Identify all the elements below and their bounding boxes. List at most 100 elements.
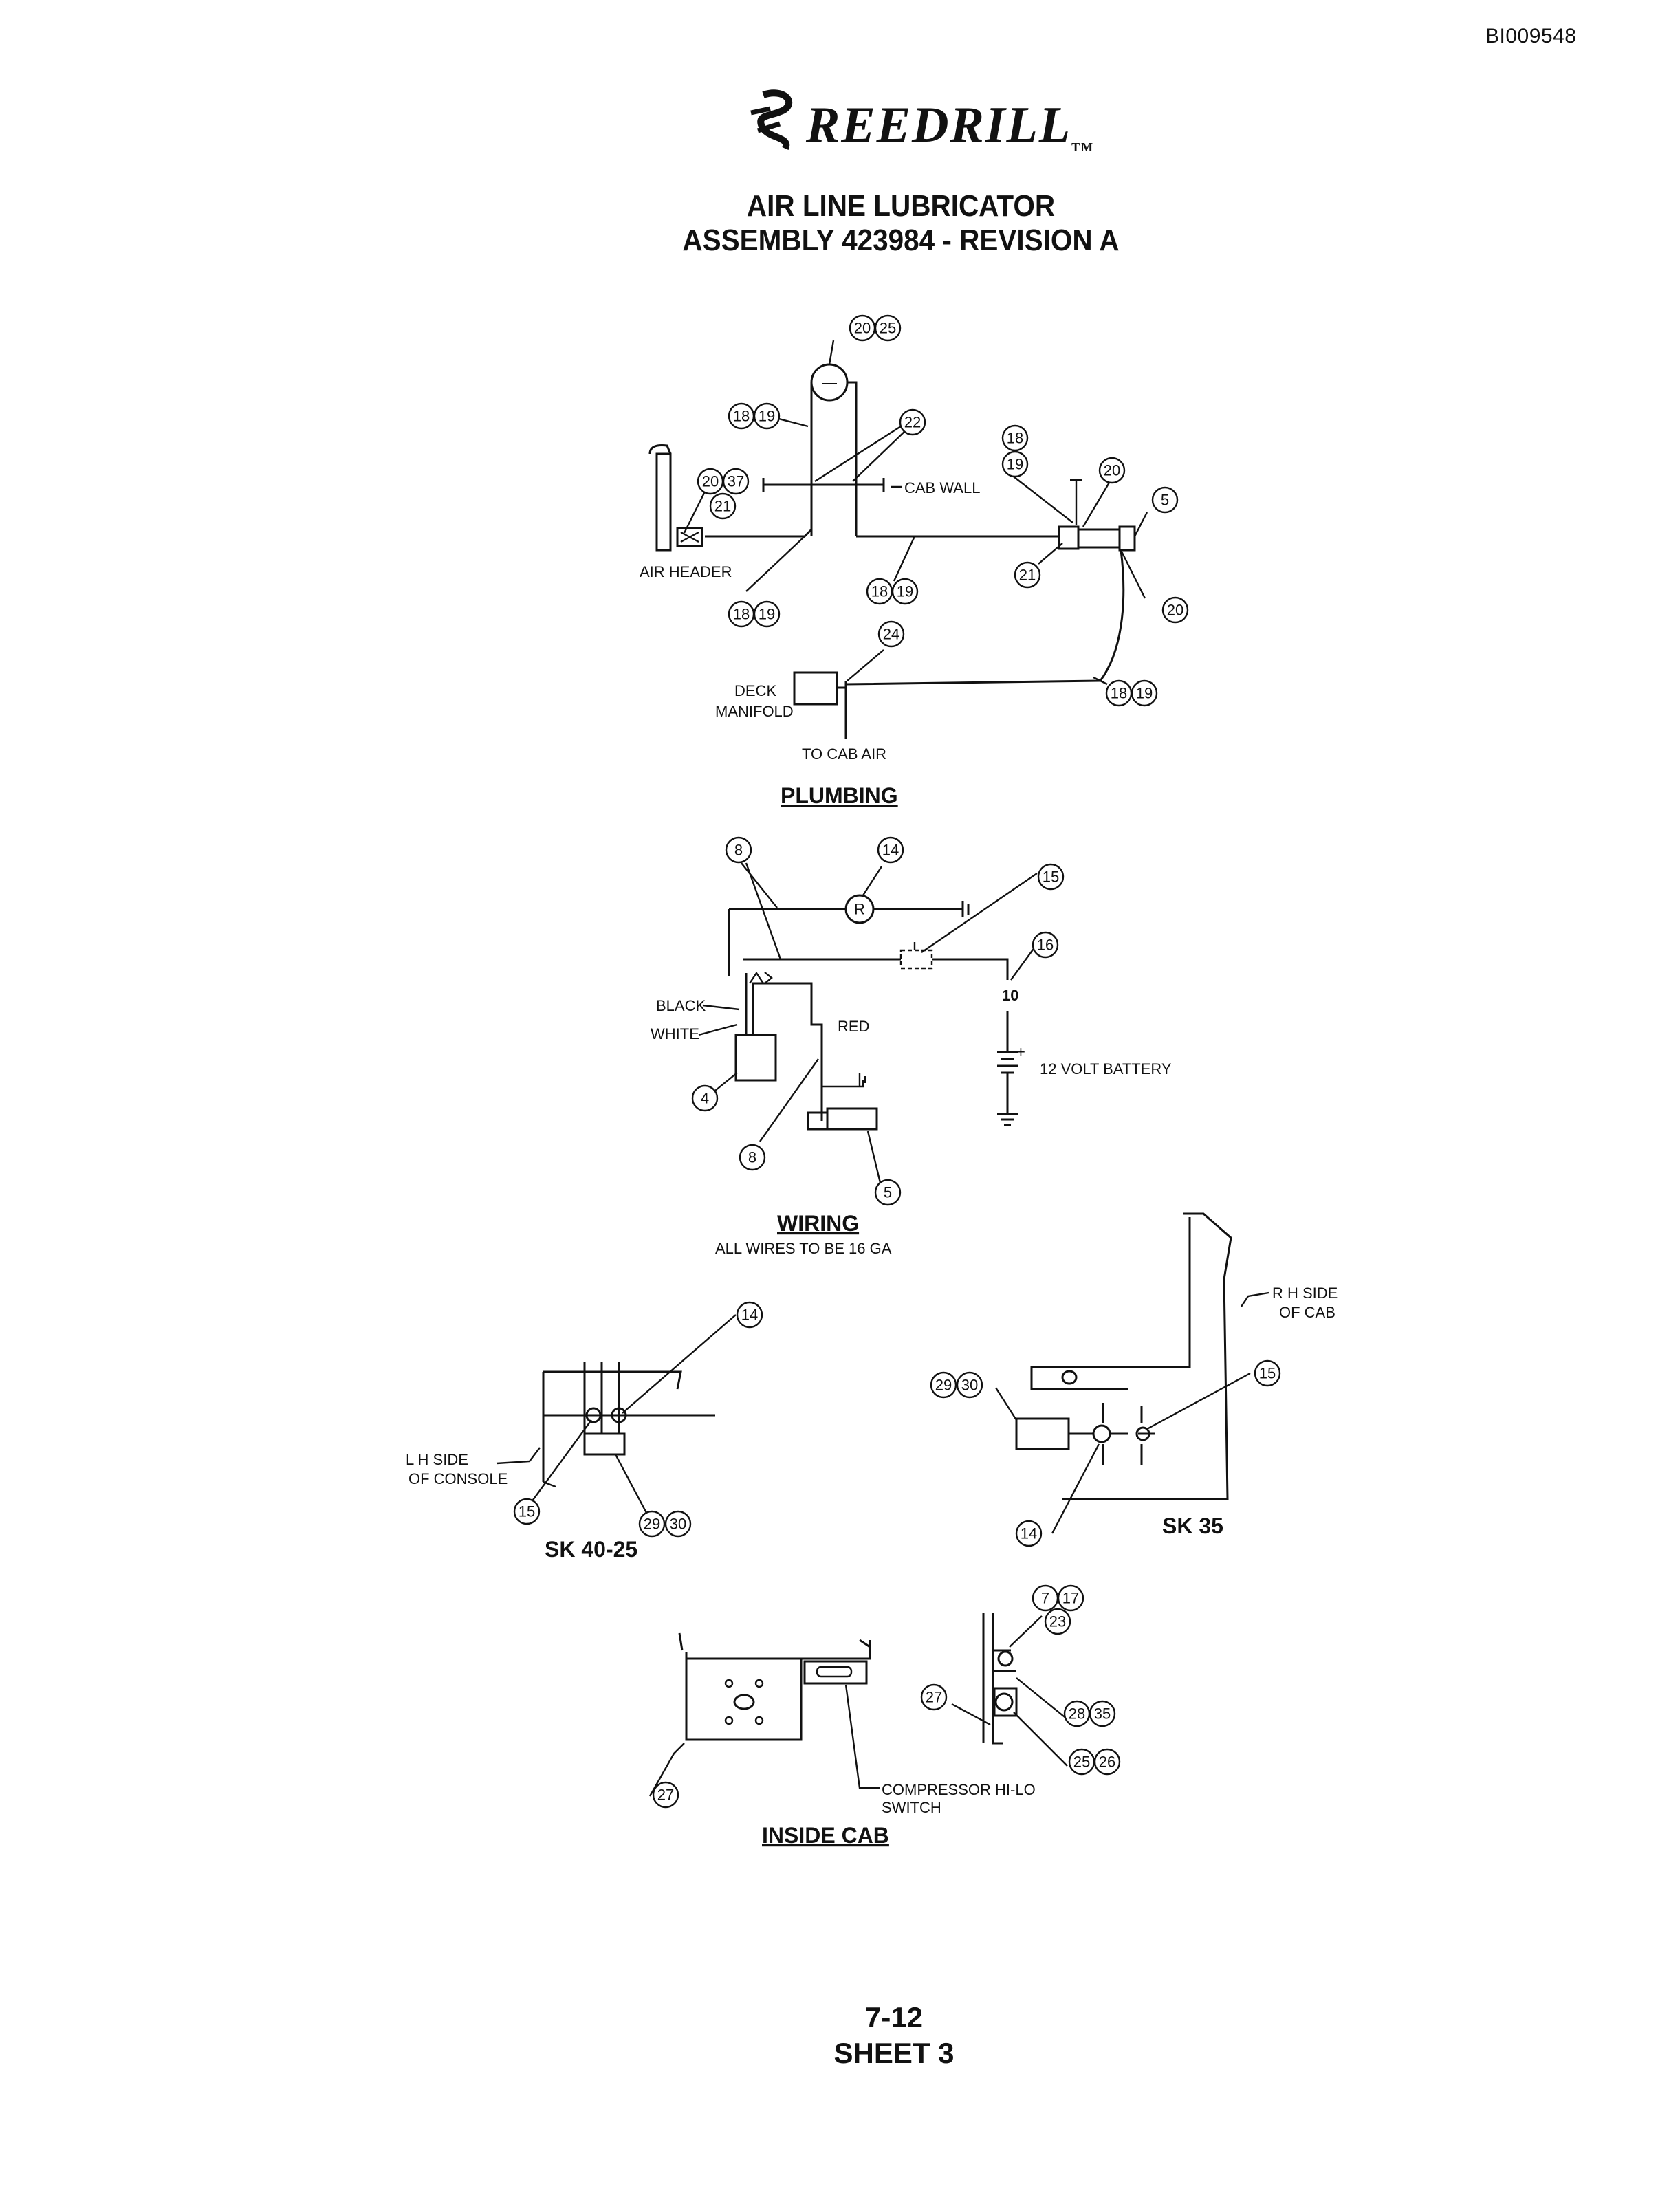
cab-wall-line bbox=[762, 478, 885, 492]
logo-brand: REEDRILL bbox=[806, 97, 1072, 153]
deck-manifold bbox=[793, 671, 838, 706]
callout: 18 bbox=[733, 408, 750, 425]
callout: 18 bbox=[1111, 685, 1127, 702]
switch-knob bbox=[1092, 1424, 1111, 1443]
switch-plate bbox=[583, 1432, 626, 1456]
switch-knob bbox=[611, 1407, 627, 1423]
wiring-note: ALL WIRES TO BE 16 GA bbox=[715, 1240, 892, 1257]
callout: 17 bbox=[1062, 1590, 1079, 1607]
callout: 21 bbox=[714, 498, 731, 515]
callout: 19 bbox=[1007, 456, 1023, 473]
callout: 14 bbox=[741, 1307, 758, 1324]
inside-cab-diagram: COMPRESSOR HI-LO SWITCH 7 17 23 27 28 35… bbox=[648, 1584, 1121, 1848]
callout: 19 bbox=[897, 583, 913, 600]
fuse-holder bbox=[899, 949, 933, 970]
callout: 35 bbox=[1094, 1705, 1111, 1723]
lubricator-body bbox=[1077, 528, 1121, 549]
callout: 22 bbox=[904, 414, 921, 431]
sk-40-25-callouts: 14 15 29 30 bbox=[513, 1301, 763, 1538]
callout: 15 bbox=[1259, 1365, 1276, 1382]
callout: 27 bbox=[926, 1689, 942, 1706]
cab-wall-label: CAB WALL bbox=[904, 479, 980, 496]
ground-symbol bbox=[961, 901, 970, 917]
callout: 8 bbox=[748, 1149, 756, 1166]
callout: 19 bbox=[759, 606, 775, 623]
relay-label: R bbox=[854, 901, 865, 918]
callout: 20 bbox=[702, 473, 719, 490]
callout: 19 bbox=[1136, 685, 1153, 702]
plumbing-heading: PLUMBING bbox=[781, 783, 898, 808]
lubricator-fitting bbox=[1058, 525, 1080, 550]
callout: 23 bbox=[1049, 1613, 1066, 1630]
callout: 29 bbox=[644, 1516, 660, 1533]
callout: 29 bbox=[935, 1377, 952, 1394]
sk-35-diagram: R H SIDE OF CAB 29 30 15 14 SK 35 bbox=[930, 1212, 1338, 1547]
callout: 18 bbox=[1007, 430, 1023, 447]
callout: 20 bbox=[1104, 462, 1120, 479]
page-number: 7-12 bbox=[864, 2001, 924, 2033]
air-header-label: AIR HEADER bbox=[640, 563, 732, 580]
title-line-1: AIR LINE LUBRICATOR bbox=[746, 189, 1056, 223]
sk-40-25-diagram: L H SIDE OF CONSOLE 14 15 29 30 SK 40-25 bbox=[406, 1301, 763, 1562]
reedrill-drill-icon bbox=[750, 89, 792, 151]
plumbing-callouts: 20 25 18 19 22 18 19 20 37 21 20 5 18 19… bbox=[697, 314, 1189, 707]
air-header bbox=[655, 452, 672, 552]
gauge-symbol: — bbox=[822, 374, 837, 391]
callout: 25 bbox=[1073, 1754, 1090, 1771]
lh-side-label-1: L H SIDE bbox=[406, 1451, 468, 1468]
switch-plate bbox=[1015, 1417, 1070, 1450]
rh-side-label-2: OF CAB bbox=[1279, 1304, 1335, 1321]
logo-wordmark: REEDRILLTM bbox=[806, 96, 1094, 155]
red-wire-label: RED bbox=[838, 1018, 869, 1035]
callout: 4 bbox=[701, 1090, 709, 1107]
sk-35-callouts: 29 30 15 14 bbox=[930, 1359, 1281, 1547]
callout: 14 bbox=[882, 842, 899, 859]
wiring-diagram: R 10 + 12 VOLT BATTERY BLACK WHITE RED 8… bbox=[651, 836, 1172, 1257]
inside-cab-callouts: 7 17 23 27 28 35 25 26 27 bbox=[652, 1584, 1121, 1809]
sk-40-25-heading: SK 40-25 bbox=[545, 1537, 637, 1562]
callout: 24 bbox=[883, 626, 899, 643]
callout: 27 bbox=[657, 1787, 674, 1804]
indicator-light bbox=[585, 1407, 602, 1423]
black-wire-label: BLACK bbox=[656, 997, 706, 1014]
lh-side-label-2: OF CONSOLE bbox=[408, 1470, 508, 1487]
title-line-2: ASSEMBLY 423984 - REVISION A bbox=[682, 223, 1120, 257]
indicator-light bbox=[1135, 1426, 1150, 1441]
white-wire-label: WHITE bbox=[651, 1025, 699, 1042]
logo-trademark: TM bbox=[1071, 140, 1095, 154]
callout: 7 bbox=[1041, 1590, 1049, 1607]
to-cab-air-label: TO CAB AIR bbox=[802, 745, 886, 763]
battery-symbol bbox=[997, 1011, 1018, 1126]
compressor-switch-label-2: SWITCH bbox=[882, 1799, 941, 1816]
rh-side-label-1: R H SIDE bbox=[1272, 1285, 1338, 1302]
callout: 21 bbox=[1019, 567, 1036, 584]
callout: 18 bbox=[733, 606, 750, 623]
relay-symbol bbox=[844, 894, 875, 924]
fuse-rating: 10 bbox=[1002, 987, 1018, 1004]
callout: 26 bbox=[1099, 1754, 1115, 1771]
callout: 28 bbox=[1069, 1705, 1085, 1723]
sk-35-heading: SK 35 bbox=[1162, 1514, 1223, 1538]
callout: 14 bbox=[1021, 1525, 1037, 1542]
callout: 5 bbox=[884, 1184, 892, 1201]
callout: 30 bbox=[961, 1377, 978, 1394]
hi-lo-switch bbox=[803, 1660, 868, 1685]
callout: 20 bbox=[1167, 602, 1183, 619]
wiring-heading: WIRING bbox=[777, 1211, 859, 1236]
plumbing-diagram: — CAB WALL AIR HEADER DECK MANIFOLD TO C… bbox=[640, 314, 1189, 808]
pressure-switch bbox=[826, 1107, 878, 1131]
deck-manifold-label-2: MANIFOLD bbox=[715, 703, 794, 720]
callout: 15 bbox=[1043, 869, 1059, 886]
callout: 18 bbox=[871, 583, 888, 600]
deck-manifold-label-1: DECK bbox=[734, 682, 776, 699]
callout: 8 bbox=[734, 842, 743, 859]
callout: 16 bbox=[1037, 937, 1054, 954]
callout: 37 bbox=[728, 473, 744, 490]
callout: 20 bbox=[854, 320, 871, 337]
callout: 15 bbox=[519, 1503, 535, 1520]
callout: 5 bbox=[1161, 492, 1169, 509]
callout: 30 bbox=[670, 1516, 686, 1533]
inside-cab-heading: INSIDE CAB bbox=[762, 1823, 889, 1848]
callout: 19 bbox=[759, 408, 775, 425]
